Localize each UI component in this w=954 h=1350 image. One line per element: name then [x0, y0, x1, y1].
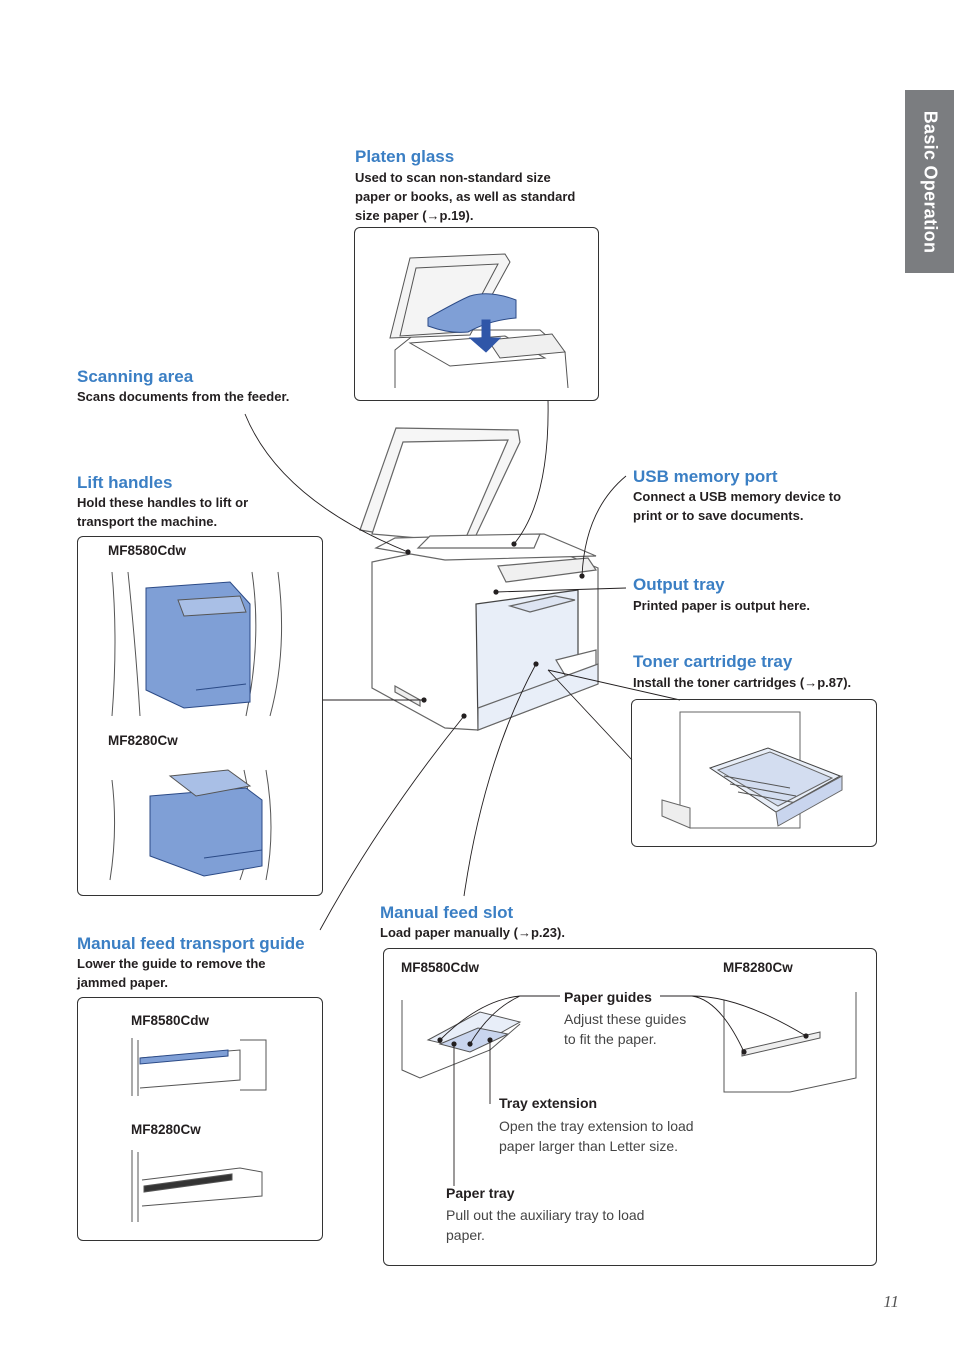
- toner-tray-desc: Install the toner cartridges (→p.87).: [633, 675, 852, 690]
- output-tray-title: Output tray: [633, 575, 725, 594]
- output-tray-desc: Printed paper is output here.: [633, 598, 810, 613]
- manual-feed-title: Manual feed slot: [380, 903, 514, 922]
- transport-guide-model-1: MF8580Cdw: [131, 1013, 210, 1028]
- platen-glass-box: [354, 227, 599, 401]
- transport-guide-model-2: MF8280Cw: [131, 1122, 201, 1137]
- scanning-area-desc: Scans documents from the feeder.: [77, 389, 290, 404]
- page-number: 11: [883, 1292, 899, 1311]
- manual-feed-model-2: MF8280Cw: [723, 960, 793, 975]
- manual-feed-desc: Load paper manually (→p.23).: [380, 925, 565, 940]
- manual-feed-model-1: MF8580Cdw: [401, 960, 480, 975]
- paper-guides-title: Paper guides: [564, 989, 652, 1005]
- platen-glass-illustration: [389, 253, 569, 389]
- transport-guide-illustration: [131, 1038, 267, 1222]
- leader-lines: [244, 399, 807, 1186]
- toner-tray-box: [631, 699, 877, 847]
- transport-guide-box: [77, 997, 323, 1241]
- main-machine-illustration: [359, 427, 599, 731]
- lift-handles-model-2: MF8280Cw: [108, 733, 178, 748]
- transport-guide-title: Manual feed transport guide: [77, 934, 305, 953]
- toner-tray-illustration: [661, 711, 843, 829]
- usb-port-title: USB memory port: [633, 467, 778, 486]
- platen-glass-title: Platen glass: [355, 147, 455, 166]
- lift-handles-title: Lift handles: [77, 473, 173, 492]
- leader-dots: [405, 541, 809, 1055]
- tray-extension-title: Tray extension: [499, 1095, 598, 1111]
- scanning-area-title: Scanning area: [77, 367, 194, 386]
- section-tab: Basic Operation: [905, 90, 954, 273]
- lift-handles-box: [77, 536, 323, 896]
- toner-tray-title: Toner cartridge tray: [633, 652, 793, 671]
- paper-tray-title: Paper tray: [446, 1185, 515, 1201]
- manual-feed-box: [383, 948, 877, 1266]
- manual-feed-illustration: [401, 992, 857, 1093]
- lift-handles-illustration: [109, 571, 283, 881]
- lift-handles-model-1: MF8580Cdw: [108, 543, 187, 558]
